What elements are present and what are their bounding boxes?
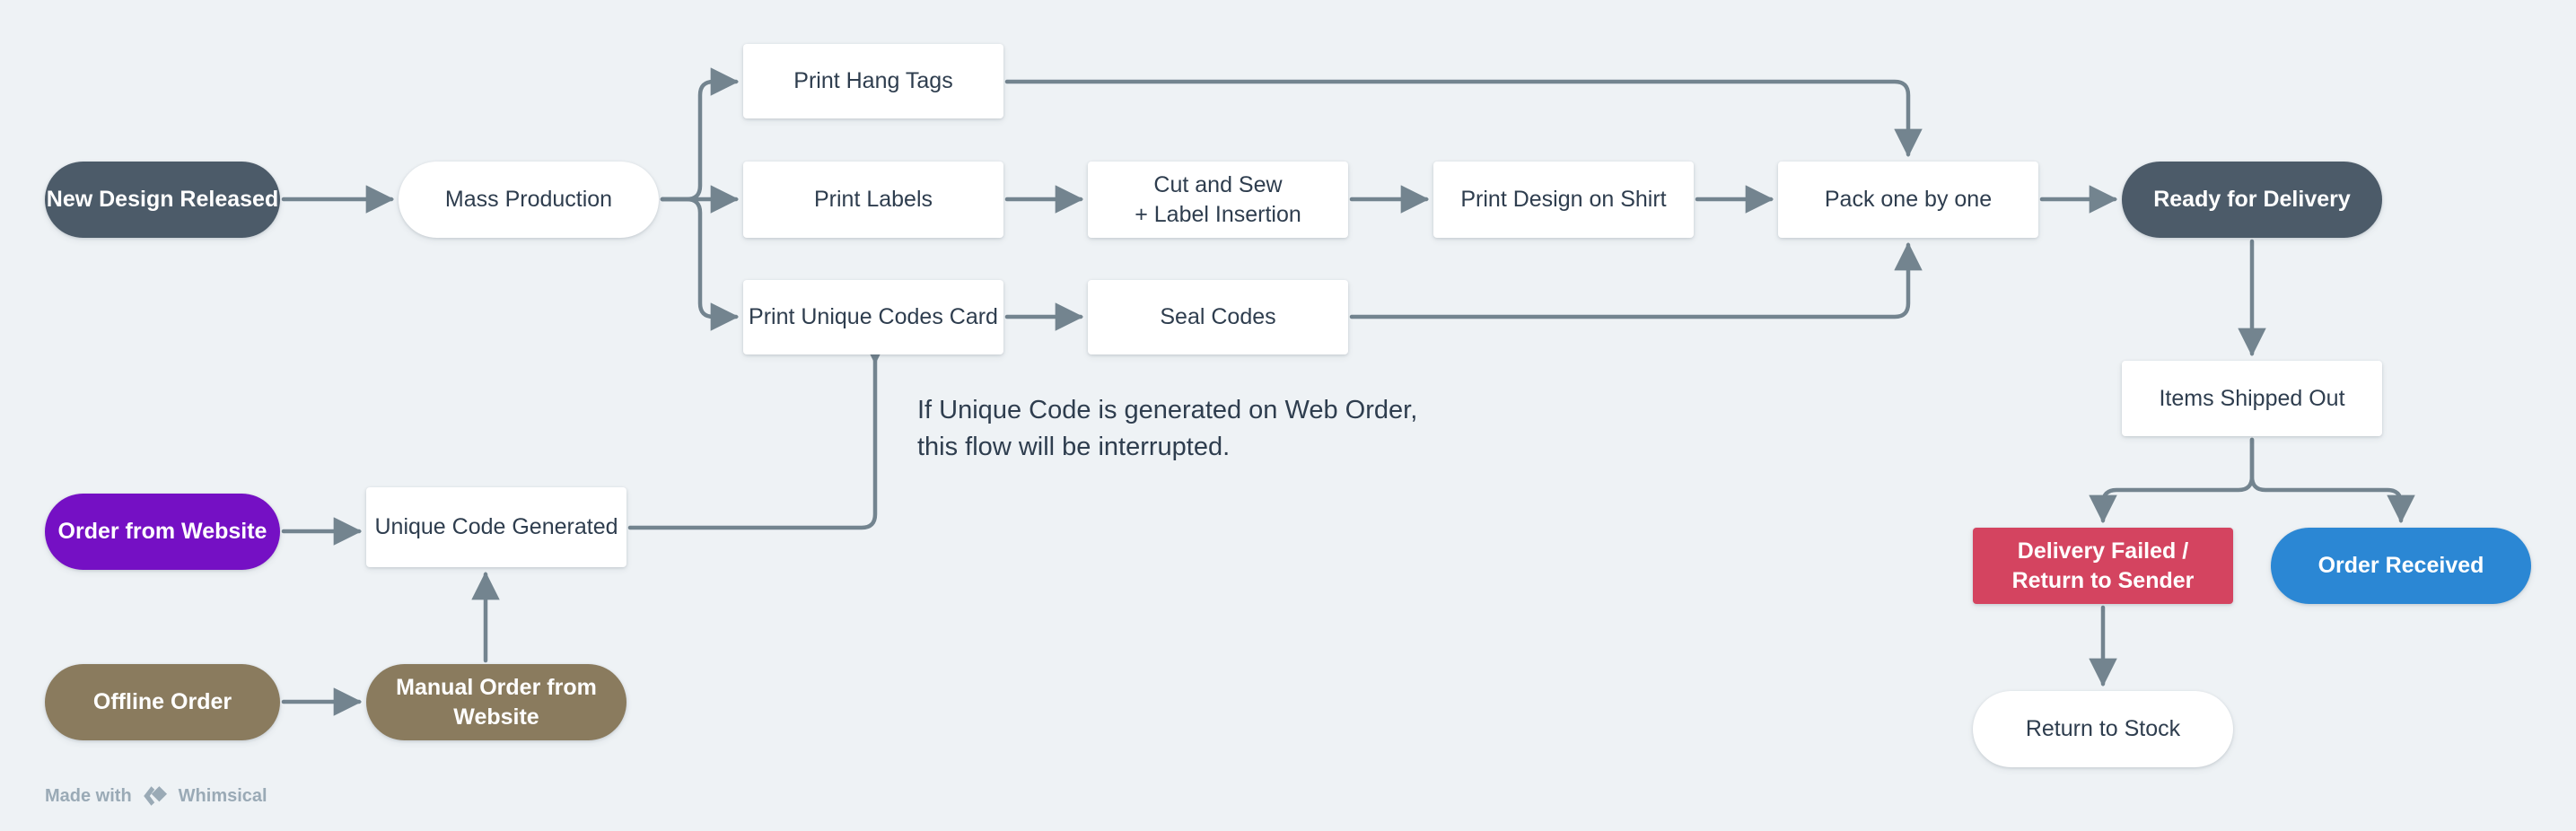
whimsical-diamond-icon	[141, 784, 170, 808]
node-label: Unique Code Generated	[374, 514, 618, 539]
node-items-shipped-out[interactable]: Items Shipped Out	[2122, 361, 2382, 436]
edge-mass-production-to-print-hang-tags	[660, 67, 740, 202]
node-manual-order-from-website[interactable]: Manual Order from Website	[366, 664, 626, 740]
whimsical-brand-label: Whimsical	[178, 785, 267, 806]
made-with-label: Made with	[45, 785, 132, 806]
edge-print-hang-tags-to-pack-one-by-one	[1004, 79, 1923, 158]
node-unique-code-generated[interactable]: Unique Code Generated	[366, 487, 626, 567]
node-label: Offline Order	[92, 689, 232, 714]
node-ready-for-delivery[interactable]: Ready for Delivery	[2122, 162, 2382, 238]
node-label: New Design Released	[46, 187, 279, 212]
node-label: Print Design on Shirt	[1460, 187, 1667, 212]
node-label: Order Received	[2318, 553, 2484, 578]
node-order-from-website[interactable]: Order from Website	[45, 494, 280, 570]
node-label: Ready for Delivery	[2153, 187, 2351, 212]
node-return-to-stock[interactable]: Return to Stock	[1973, 691, 2233, 767]
node-label: Seal Codes	[1160, 304, 1276, 329]
node-label: Delivery Failed / Return to Sender	[2011, 538, 2195, 593]
whimsical-attribution: Made with Whimsical	[45, 784, 267, 808]
edge-mass-production-to-print-unique-codes-card	[660, 197, 740, 331]
interrupt-note: If Unique Code is generated on Web Order…	[917, 396, 1418, 462]
node-pack-one-by-one[interactable]: Pack one by one	[1778, 162, 2038, 238]
node-order-received[interactable]: Order Received	[2271, 528, 2531, 604]
node-label: Print Unique Codes Card	[749, 304, 998, 329]
node-label: Return to Stock	[2025, 716, 2181, 741]
node-cut-and-sew[interactable]: Cut and Sew + Label Insertion	[1088, 162, 1348, 238]
node-label: Cut and Sew + Label Insertion	[1135, 171, 1301, 227]
node-label: Mass Production	[444, 187, 613, 212]
node-new-design-released[interactable]: New Design Released	[45, 162, 280, 238]
node-print-unique-codes-card[interactable]: Print Unique Codes Card	[743, 280, 1003, 354]
node-label: Print Hang Tags	[793, 68, 953, 93]
node-print-hang-tags[interactable]: Print Hang Tags	[743, 44, 1003, 118]
node-label: Manual Order from Website	[396, 674, 597, 730]
node-label: Print Labels	[813, 187, 933, 212]
node-print-labels[interactable]: Print Labels	[743, 162, 1003, 238]
node-print-design-on-shirt[interactable]: Print Design on Shirt	[1433, 162, 1694, 238]
node-label: Pack one by one	[1824, 187, 1993, 212]
edge-seal-codes-to-pack-one-by-one	[1349, 241, 1923, 319]
node-offline-order[interactable]: Offline Order	[45, 664, 280, 740]
edge-items-shipped-out-to-delivery-failed	[2089, 437, 2255, 524]
node-mass-production[interactable]: Mass Production	[399, 162, 659, 238]
node-label: Items Shipped Out	[2159, 385, 2345, 411]
edge-unique-code-generated-to-print-unique-codes-card	[627, 336, 889, 530]
node-label: Order from Website	[57, 519, 267, 544]
node-delivery-failed[interactable]: Delivery Failed / Return to Sender	[1973, 528, 2233, 604]
edge-items-shipped-out-to-order-received	[2249, 437, 2415, 524]
node-seal-codes[interactable]: Seal Codes	[1088, 280, 1348, 354]
